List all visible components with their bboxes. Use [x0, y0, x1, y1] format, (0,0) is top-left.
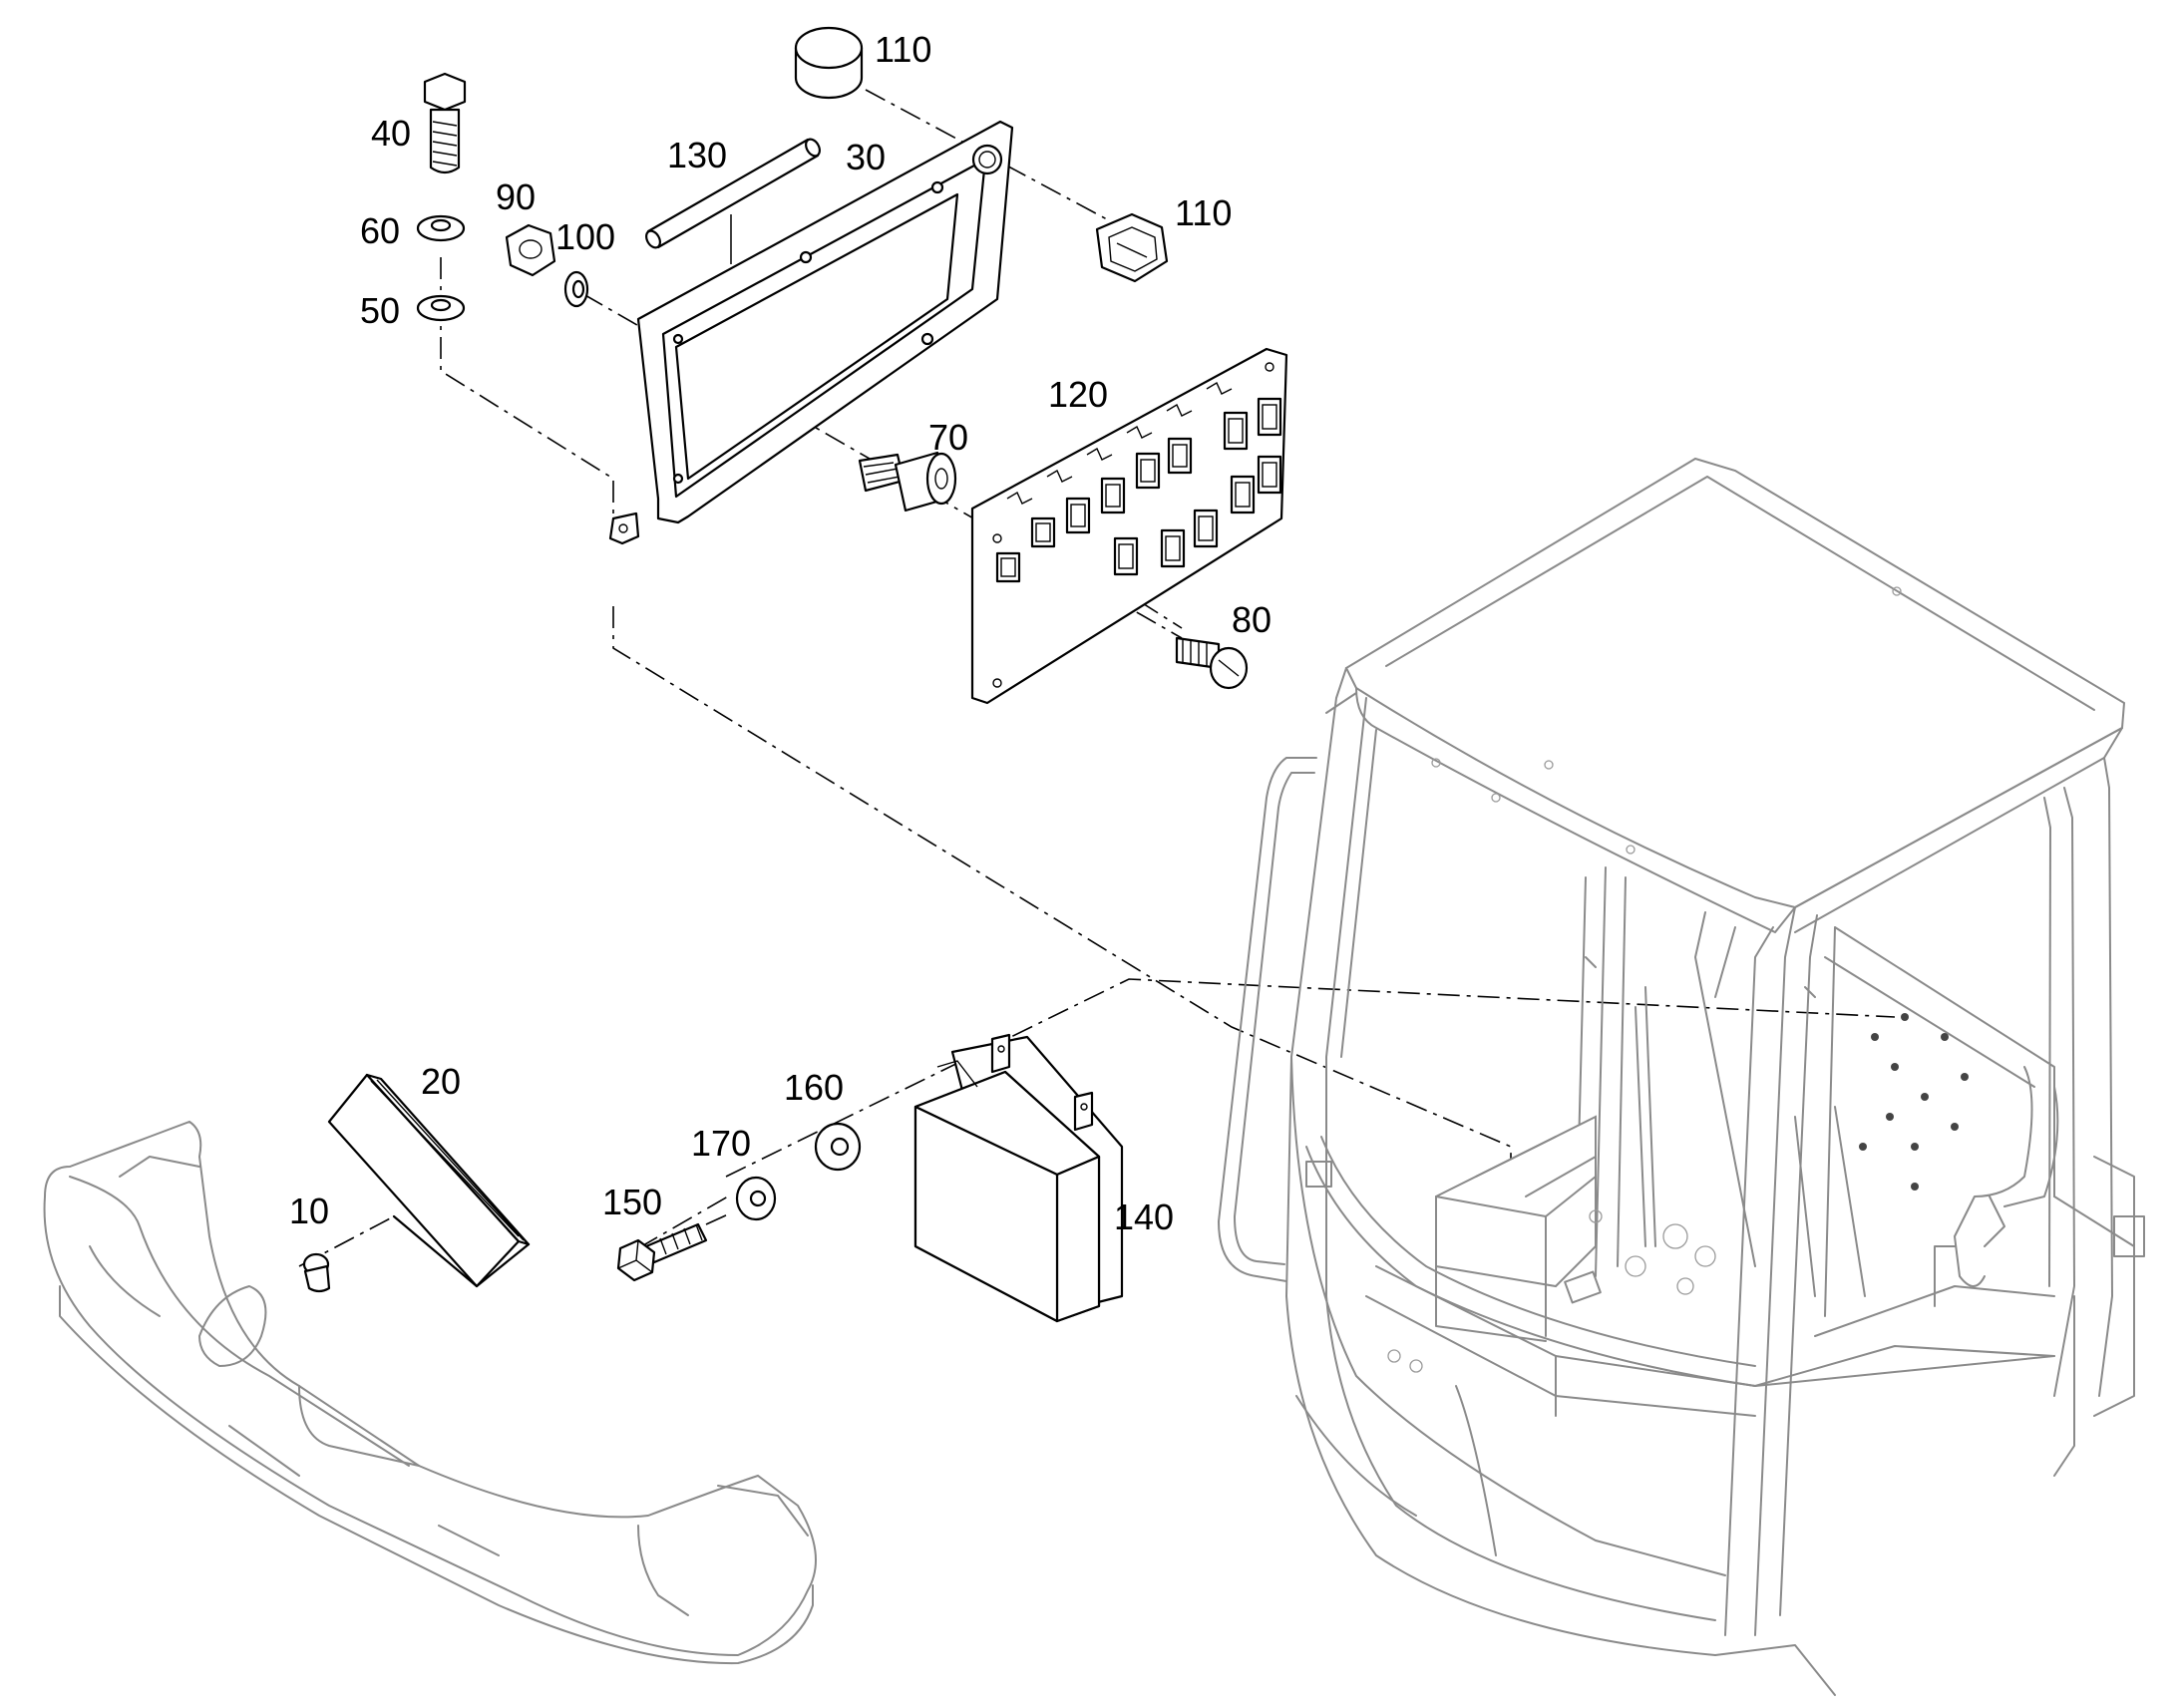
label-90: 90	[496, 176, 536, 217]
label-120: 120	[1048, 374, 1108, 415]
label-30: 30	[846, 137, 886, 177]
part-number-labels: 110 110 40 60 50 90 100 130 30 70 120 80…	[289, 29, 1272, 1237]
label-40: 40	[371, 113, 411, 154]
part-60-washer	[416, 214, 466, 242]
part-150-bolt	[616, 1222, 708, 1282]
part-90-nut	[505, 223, 556, 277]
counterweight-body	[43, 1120, 817, 1665]
label-130: 130	[667, 135, 727, 175]
label-80: 80	[1232, 599, 1272, 640]
part-160-washer	[814, 1122, 862, 1172]
label-10: 10	[289, 1191, 329, 1231]
part-80-screw	[1175, 636, 1249, 690]
label-70: 70	[928, 417, 968, 458]
part-40-bolt	[423, 72, 467, 174]
label-150: 150	[602, 1182, 662, 1222]
label-50: 50	[360, 290, 400, 331]
operator-cab	[1218, 457, 2145, 1696]
part-50-washer	[416, 294, 466, 322]
part-170-washer	[735, 1176, 777, 1221]
label-140: 140	[1114, 1196, 1174, 1237]
label-170: 170	[691, 1123, 751, 1164]
part-70-spacer	[858, 451, 957, 512]
label-20: 20	[421, 1061, 461, 1102]
part-30-mounting-plate	[608, 120, 1014, 545]
label-100: 100	[555, 216, 615, 257]
part-110-hex-nut	[1095, 212, 1169, 283]
part-140-control-unit	[913, 1033, 1124, 1323]
part-20-cover	[327, 1073, 531, 1288]
label-60: 60	[360, 210, 400, 251]
part-130-rod	[645, 138, 821, 249]
label-160: 160	[784, 1067, 844, 1108]
part-10-plug	[302, 1252, 331, 1293]
label-110-cap: 110	[875, 29, 931, 70]
label-110-nut: 110	[1175, 192, 1232, 233]
part-120-circuit-board	[970, 347, 1288, 705]
part-100-washer	[563, 270, 589, 308]
part-110-round-cap	[794, 26, 864, 100]
connector-blocks	[995, 397, 1282, 583]
